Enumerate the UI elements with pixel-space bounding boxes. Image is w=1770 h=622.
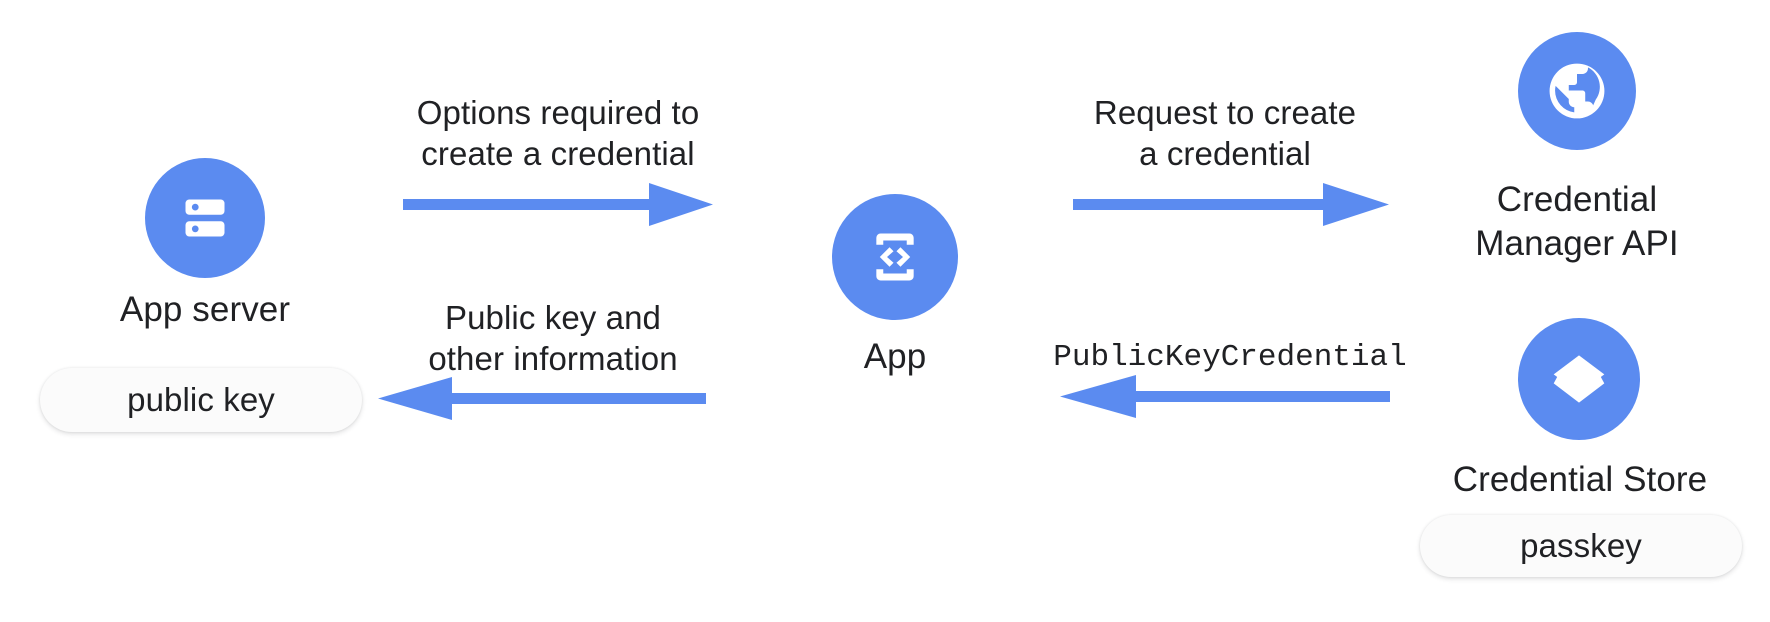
edge-label-line-2: create a credential: [421, 135, 695, 172]
credential-manager-api-label: Credential Manager API: [1427, 178, 1727, 266]
edge-label-publickeycredential: PublicKeyCredential: [1030, 337, 1430, 378]
credential-store-icon-circle: [1518, 318, 1640, 440]
edge-label-options-required: Options required to create a credential: [388, 92, 728, 174]
credential-store-label: Credential Store: [1452, 460, 1708, 499]
layers-stack-icon: [1546, 346, 1612, 412]
credential-manager-api-icon-circle: [1518, 32, 1636, 150]
edge-label-line-1: PublicKeyCredential: [1053, 340, 1407, 375]
credential-store-passkey-chip: passkey: [1420, 515, 1742, 577]
app-icon-circle: [832, 194, 958, 320]
arrow-server-to-app: [403, 178, 713, 230]
app-server-label: App server: [119, 290, 291, 329]
app-code-device-icon: [863, 225, 927, 289]
edge-label-line-2: other information: [428, 340, 678, 377]
app-server-icon-circle: [145, 158, 265, 278]
app-server-public-key-chip: public key: [40, 368, 362, 432]
edge-label-request-to-create: Request to create a credential: [1055, 92, 1395, 174]
server-icon: [175, 188, 235, 248]
credential-manager-api-label-line-1: Credential: [1496, 180, 1658, 219]
edge-label-public-key-and-other-information: Public key and other information: [383, 297, 723, 379]
edge-label-line-2: a credential: [1139, 135, 1311, 172]
arrow-credential-store-to-app: [1060, 370, 1390, 422]
app-label: App: [863, 337, 927, 376]
edge-label-line-1: Options required to: [416, 94, 700, 131]
edge-label-line-1: Request to create: [1093, 94, 1357, 131]
edge-label-line-1: Public key and: [444, 299, 662, 336]
globe-public-icon: [1542, 56, 1612, 126]
arrow-app-to-credential-manager-api: [1073, 178, 1389, 230]
arrow-app-to-server: [378, 372, 706, 424]
credential-manager-api-label-line-2: Manager API: [1475, 224, 1679, 263]
